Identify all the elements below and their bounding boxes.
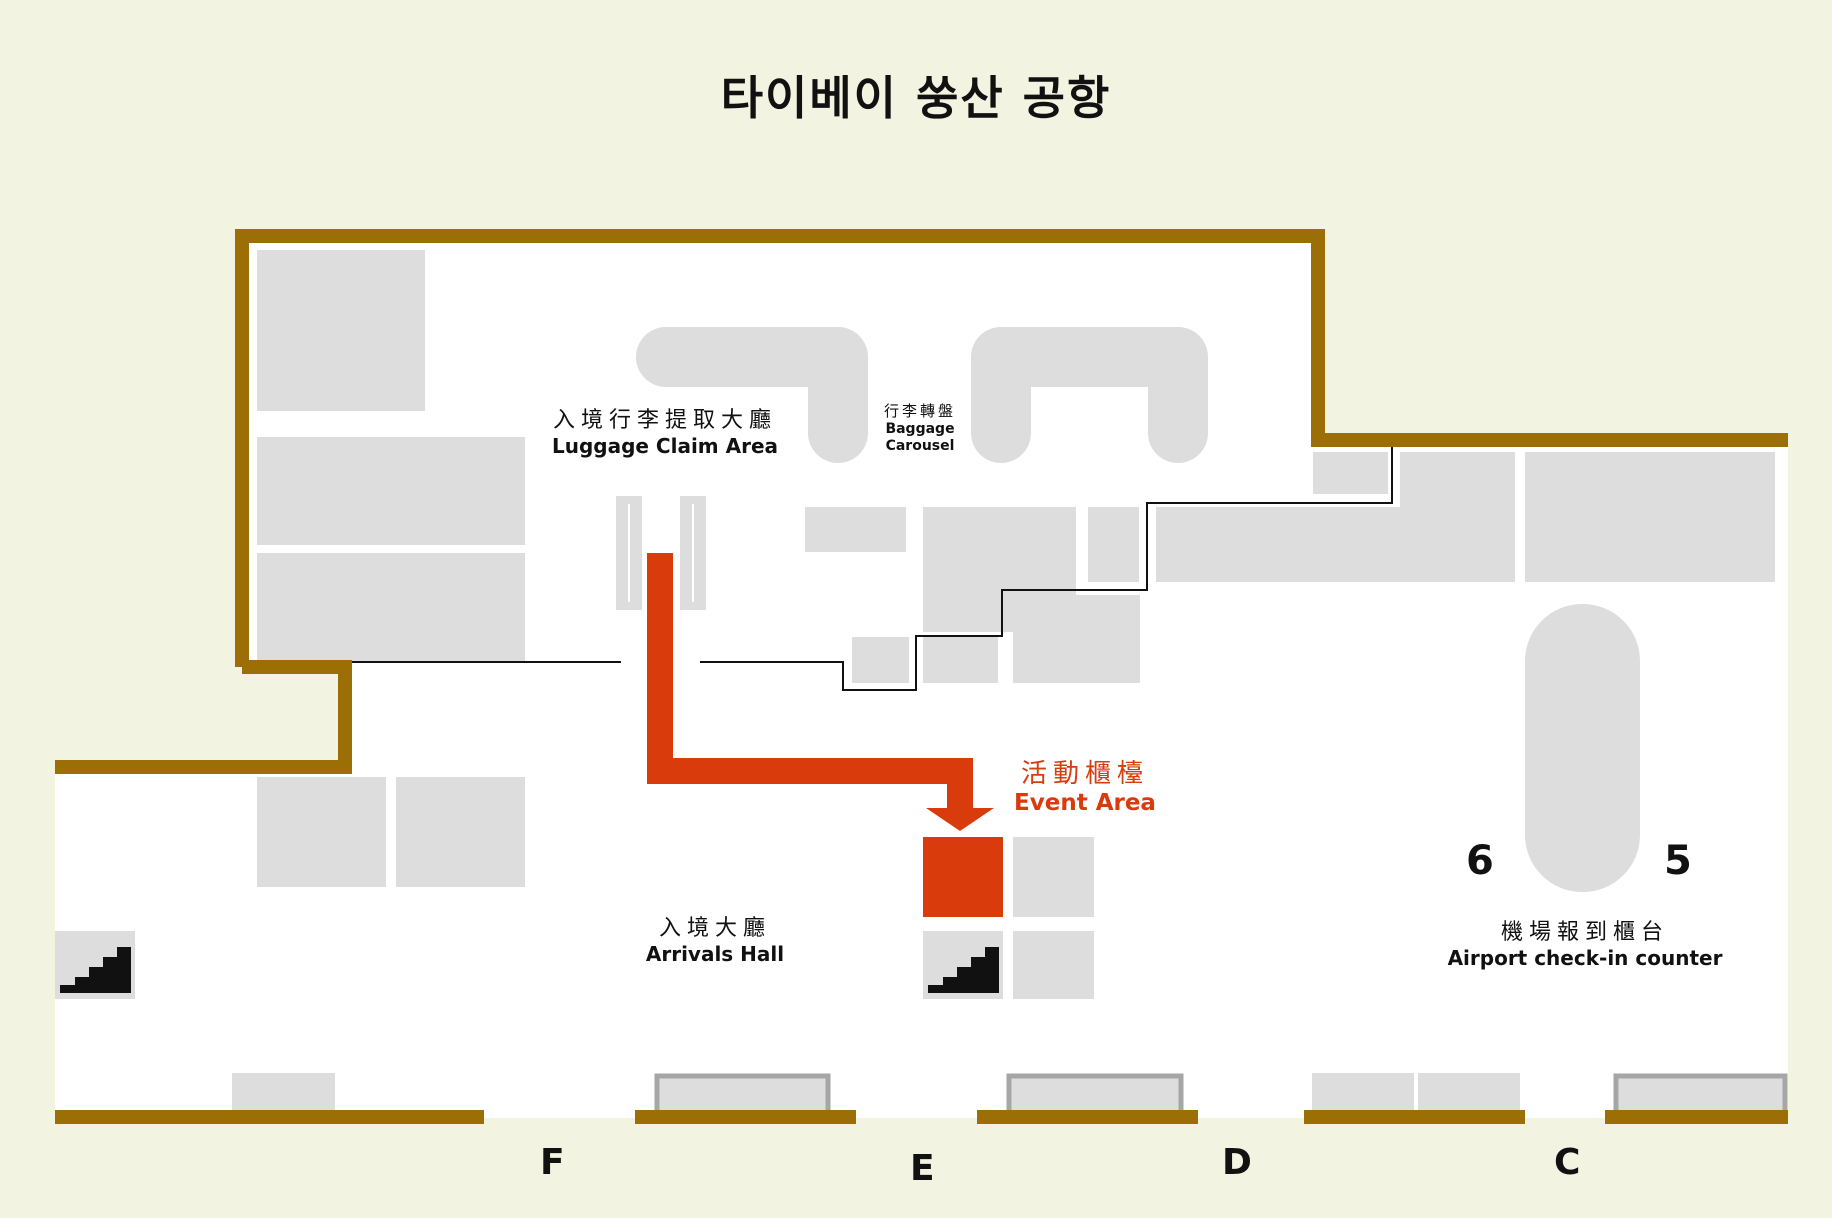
facility-blocks (55, 250, 1775, 1111)
stairs-icon (60, 947, 131, 993)
block (1418, 1073, 1520, 1111)
block (257, 553, 525, 661)
block (1013, 837, 1094, 917)
carousel-left (636, 327, 868, 463)
block (1525, 452, 1775, 582)
page-title: 타이베이 쑹산 공항 (720, 71, 1112, 125)
luggage-claim-label: 入境行李提取大廳 Luggage Claim Area (540, 402, 790, 458)
event-area-block (923, 837, 1003, 917)
block (1313, 452, 1388, 494)
block (1088, 507, 1139, 582)
luggage-claim-en: Luggage Claim Area (551, 434, 779, 458)
checkin-en: Airport check-in counter (1447, 946, 1723, 970)
gate-f: F (540, 1142, 565, 1183)
carousel-en-2: Carousel (885, 438, 955, 454)
block (1013, 595, 1140, 683)
counter-number-5: 5 (1664, 838, 1692, 884)
gate-d: D (1222, 1142, 1252, 1183)
arrivals-hall-zh: 入境大廳 (658, 916, 771, 941)
block (1312, 1073, 1414, 1111)
block (1400, 452, 1515, 582)
carousel-right (971, 327, 1208, 463)
block (257, 437, 525, 545)
outer-wall (55, 660, 352, 774)
stairs-icon (928, 947, 999, 993)
checkin-label: 機場報到櫃台 Airport check-in counter (1420, 914, 1750, 970)
carousel-label: 行李轉盤 Baggage Carousel (860, 400, 980, 455)
block (923, 637, 998, 683)
block (257, 250, 425, 411)
carousel-en-1: Baggage (885, 421, 955, 437)
checkin-zh: 機場報到櫃台 (1500, 920, 1669, 945)
block (1013, 931, 1094, 999)
arrow-down-icon (926, 808, 994, 831)
gate-e: E (910, 1148, 935, 1189)
event-area-label: 活動櫃檯 Event Area (980, 753, 1190, 816)
exit-doors (654, 1073, 1788, 1111)
walls (55, 229, 1788, 774)
checkin-island (1525, 604, 1640, 892)
gate-c: C (1554, 1142, 1581, 1183)
outer-wall (235, 229, 1788, 667)
block (852, 637, 909, 683)
block (232, 1073, 335, 1111)
arrivals-hall-label: 入境大廳 Arrivals Hall (620, 910, 810, 966)
block (396, 777, 525, 887)
event-area-zh: 活動櫃檯 (1020, 759, 1149, 789)
counter-number-6: 6 (1466, 838, 1494, 884)
claim-gates (616, 496, 706, 610)
carousel-zh: 行李轉盤 (883, 402, 956, 420)
event-area-en: Event Area (1014, 790, 1156, 816)
arrivals-hall-en: Arrivals Hall (645, 942, 785, 966)
route-to-event-area (647, 553, 1003, 917)
baggage-carousels (636, 327, 1208, 463)
block (257, 777, 386, 887)
block (805, 507, 906, 552)
luggage-claim-zh: 入境行李提取大廳 (552, 408, 777, 433)
partitions (348, 446, 1393, 691)
